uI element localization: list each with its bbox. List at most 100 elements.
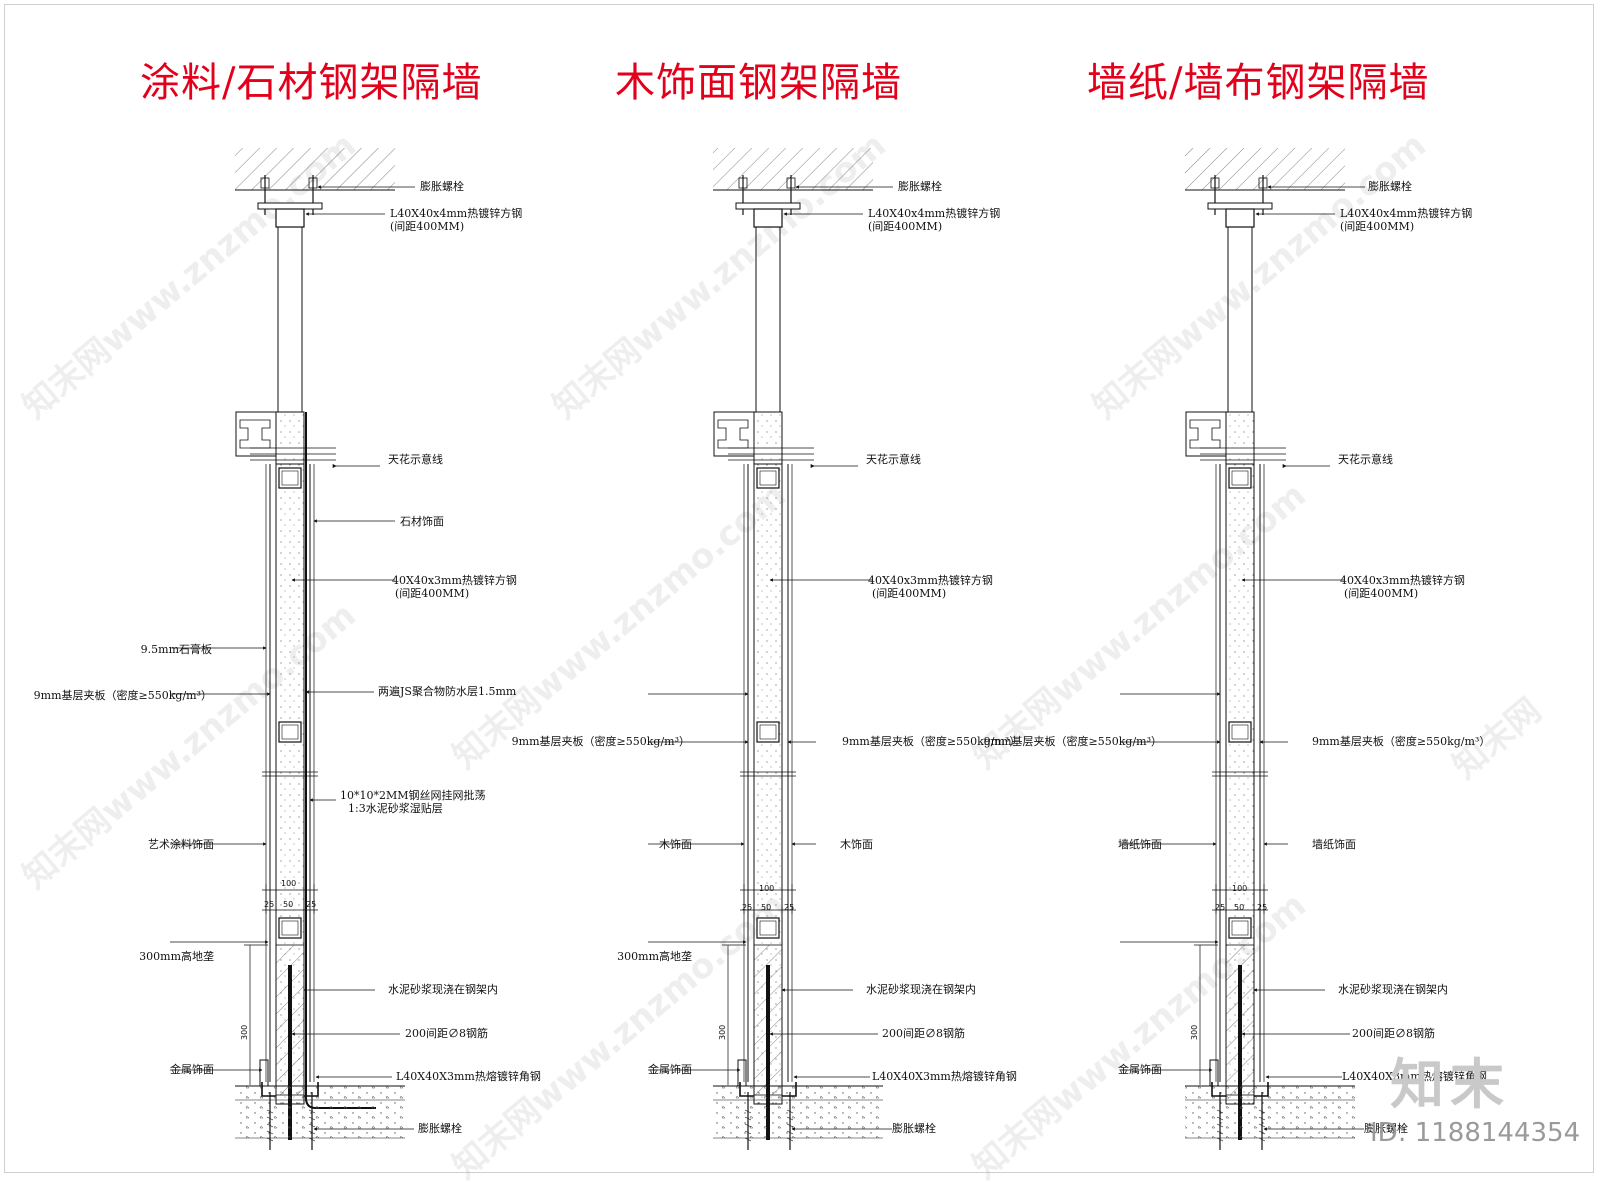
bolt-nut <box>738 177 748 189</box>
bolt-thread <box>308 1109 316 1114</box>
bolt-thread <box>1258 1130 1266 1135</box>
bolt-thread <box>744 1137 752 1142</box>
bolt-thread <box>786 1123 794 1128</box>
p2-wood-left-label: 木饰面 <box>659 838 692 851</box>
keel-profile <box>239 419 271 449</box>
top-plate <box>735 202 801 210</box>
angle-steel <box>1254 1082 1269 1097</box>
drawing-frame <box>4 4 1594 1173</box>
title-panel-2: 木饰面钢架隔墙 <box>615 60 902 106</box>
angle-steel <box>1211 1082 1226 1097</box>
square-tube <box>756 467 780 489</box>
p1-steel-top-note: (间距400MM) <box>390 220 465 233</box>
p1-dim-300: 300 <box>240 1024 249 1040</box>
p2-plywood-left-label: 9mm基层夹板（密度≥550kg/m³） <box>511 735 690 748</box>
bolt-thread <box>1258 1109 1266 1114</box>
p1-plywood-label: 9mm基层夹板（密度≥550kg/m³） <box>33 689 212 702</box>
p1-curb-label: 300mm高地垄 <box>139 950 214 963</box>
bolt-thread <box>1258 1116 1266 1121</box>
square-tube <box>756 721 780 743</box>
bolt-thread <box>308 1116 316 1121</box>
p3-steel-top-label: L40X40x4mm热镀锌方钢 <box>1340 207 1473 220</box>
p1-steel-top-label: L40X40x4mm热镀锌方钢 <box>390 207 523 220</box>
p3-dim-25a: 25 <box>1215 903 1226 912</box>
bolt-thread <box>266 1123 274 1128</box>
bolt-thread <box>744 1109 752 1114</box>
p1-rebar-label: 200间距∅8钢筋 <box>405 1027 488 1040</box>
p2-bolt-top-label: 膨胀螺栓 <box>898 180 942 193</box>
bolt-thread <box>1216 1109 1224 1114</box>
p3-bolt-bottom-label: 膨胀螺栓 <box>1364 1122 1408 1135</box>
wall-section <box>648 148 893 1150</box>
top-square-tube <box>275 208 305 228</box>
p1-waterproof-label: 两遍JS聚合物防水层1.5mm <box>378 685 517 698</box>
square-tube-inner <box>759 724 777 740</box>
ceiling-keel <box>1185 411 1227 457</box>
square-tube-inner <box>759 470 777 486</box>
bolt-thread <box>786 1137 794 1142</box>
p1-dim-50: 50 <box>283 900 294 909</box>
p1-mesh-label: 10*10*2MM钢丝网挂网批荡 <box>340 789 486 802</box>
p2-ceiling-label: 天花示意线 <box>866 453 921 466</box>
p2-dim-25b: 25 <box>784 903 795 912</box>
bolt-thread <box>266 1137 274 1142</box>
top-plate <box>257 202 323 210</box>
p3-plywood-right-label: 9mm基层夹板（密度≥550kg/m³） <box>1312 735 1491 748</box>
square-tube <box>278 917 302 939</box>
angle-steel <box>739 1082 754 1097</box>
core-top <box>275 411 305 465</box>
bolt-thread <box>1216 1123 1224 1128</box>
p2-mortar-label: 水泥砂浆现浇在钢架内 <box>866 983 976 996</box>
ceiling-keel <box>235 411 277 457</box>
wall-section <box>170 148 415 1150</box>
p1-metal-label: 金属饰面 <box>170 1063 214 1076</box>
top-plate <box>1207 202 1273 210</box>
p3-dim-100: 100 <box>1232 884 1248 893</box>
p1-mesh-note: 1:3水泥砂浆湿贴层 <box>348 802 443 815</box>
title-panel-1: 涂料/石材钢架隔墙 <box>140 60 483 106</box>
square-tube <box>756 917 780 939</box>
bolt-nut <box>1210 177 1220 189</box>
square-tube-inner <box>759 920 777 936</box>
core-top <box>753 411 783 465</box>
bolt-thread <box>1258 1137 1266 1142</box>
square-tube <box>1228 467 1252 489</box>
title-panel-3: 墙纸/墙布钢架隔墙 <box>1087 60 1430 106</box>
waterproof-layer <box>305 412 376 1109</box>
p2-rebar-label: 200间距∅8钢筋 <box>882 1027 965 1040</box>
bolt-thread <box>1216 1116 1224 1121</box>
p3-bolt-top-label: 膨胀螺栓 <box>1368 180 1412 193</box>
square-tube-inner <box>1231 724 1249 740</box>
wall-section <box>1120 148 1365 1150</box>
top-square-tube <box>753 208 783 228</box>
p3-metal-label: 金属饰面 <box>1118 1063 1162 1076</box>
bolt-thread <box>308 1123 316 1128</box>
bolt-thread <box>266 1116 274 1121</box>
bolt-thread <box>786 1116 794 1121</box>
p3-ceiling-label: 天花示意线 <box>1338 453 1393 466</box>
p3-paper-right-label: 墙纸饰面 <box>1312 838 1356 851</box>
p2-curb-label: 300mm高地垄 <box>617 950 692 963</box>
square-tube <box>1228 721 1252 743</box>
p2-dim-300: 300 <box>718 1024 727 1040</box>
p1-stone-label: 石材饰面 <box>400 515 444 528</box>
bolt-thread <box>744 1130 752 1135</box>
p1-gypsum-label: 9.5mm石膏板 <box>140 643 212 656</box>
bolt-nut <box>1258 177 1268 189</box>
p3-steel-mid-note: (间距400MM) <box>1344 587 1419 600</box>
p2-steel-mid-note: (间距400MM) <box>872 587 947 600</box>
square-tube-inner <box>281 470 299 486</box>
p3-dim-300: 300 <box>1190 1024 1199 1040</box>
square-tube-inner <box>281 724 299 740</box>
angle-steel <box>261 1082 276 1097</box>
p1-bolt-top-label: 膨胀螺栓 <box>420 180 464 193</box>
p3-angle-label: L40X40X3mm热熔镀锌角钢 <box>1342 1070 1487 1083</box>
p1-dim-100: 100 <box>281 879 297 888</box>
bolt-thread <box>266 1109 274 1114</box>
square-tube <box>278 721 302 743</box>
bolt-thread <box>786 1109 794 1114</box>
p3-mortar-label: 水泥砂浆现浇在钢架内 <box>1338 983 1448 996</box>
angle-steel <box>304 1082 319 1097</box>
square-tube-inner <box>1231 920 1249 936</box>
